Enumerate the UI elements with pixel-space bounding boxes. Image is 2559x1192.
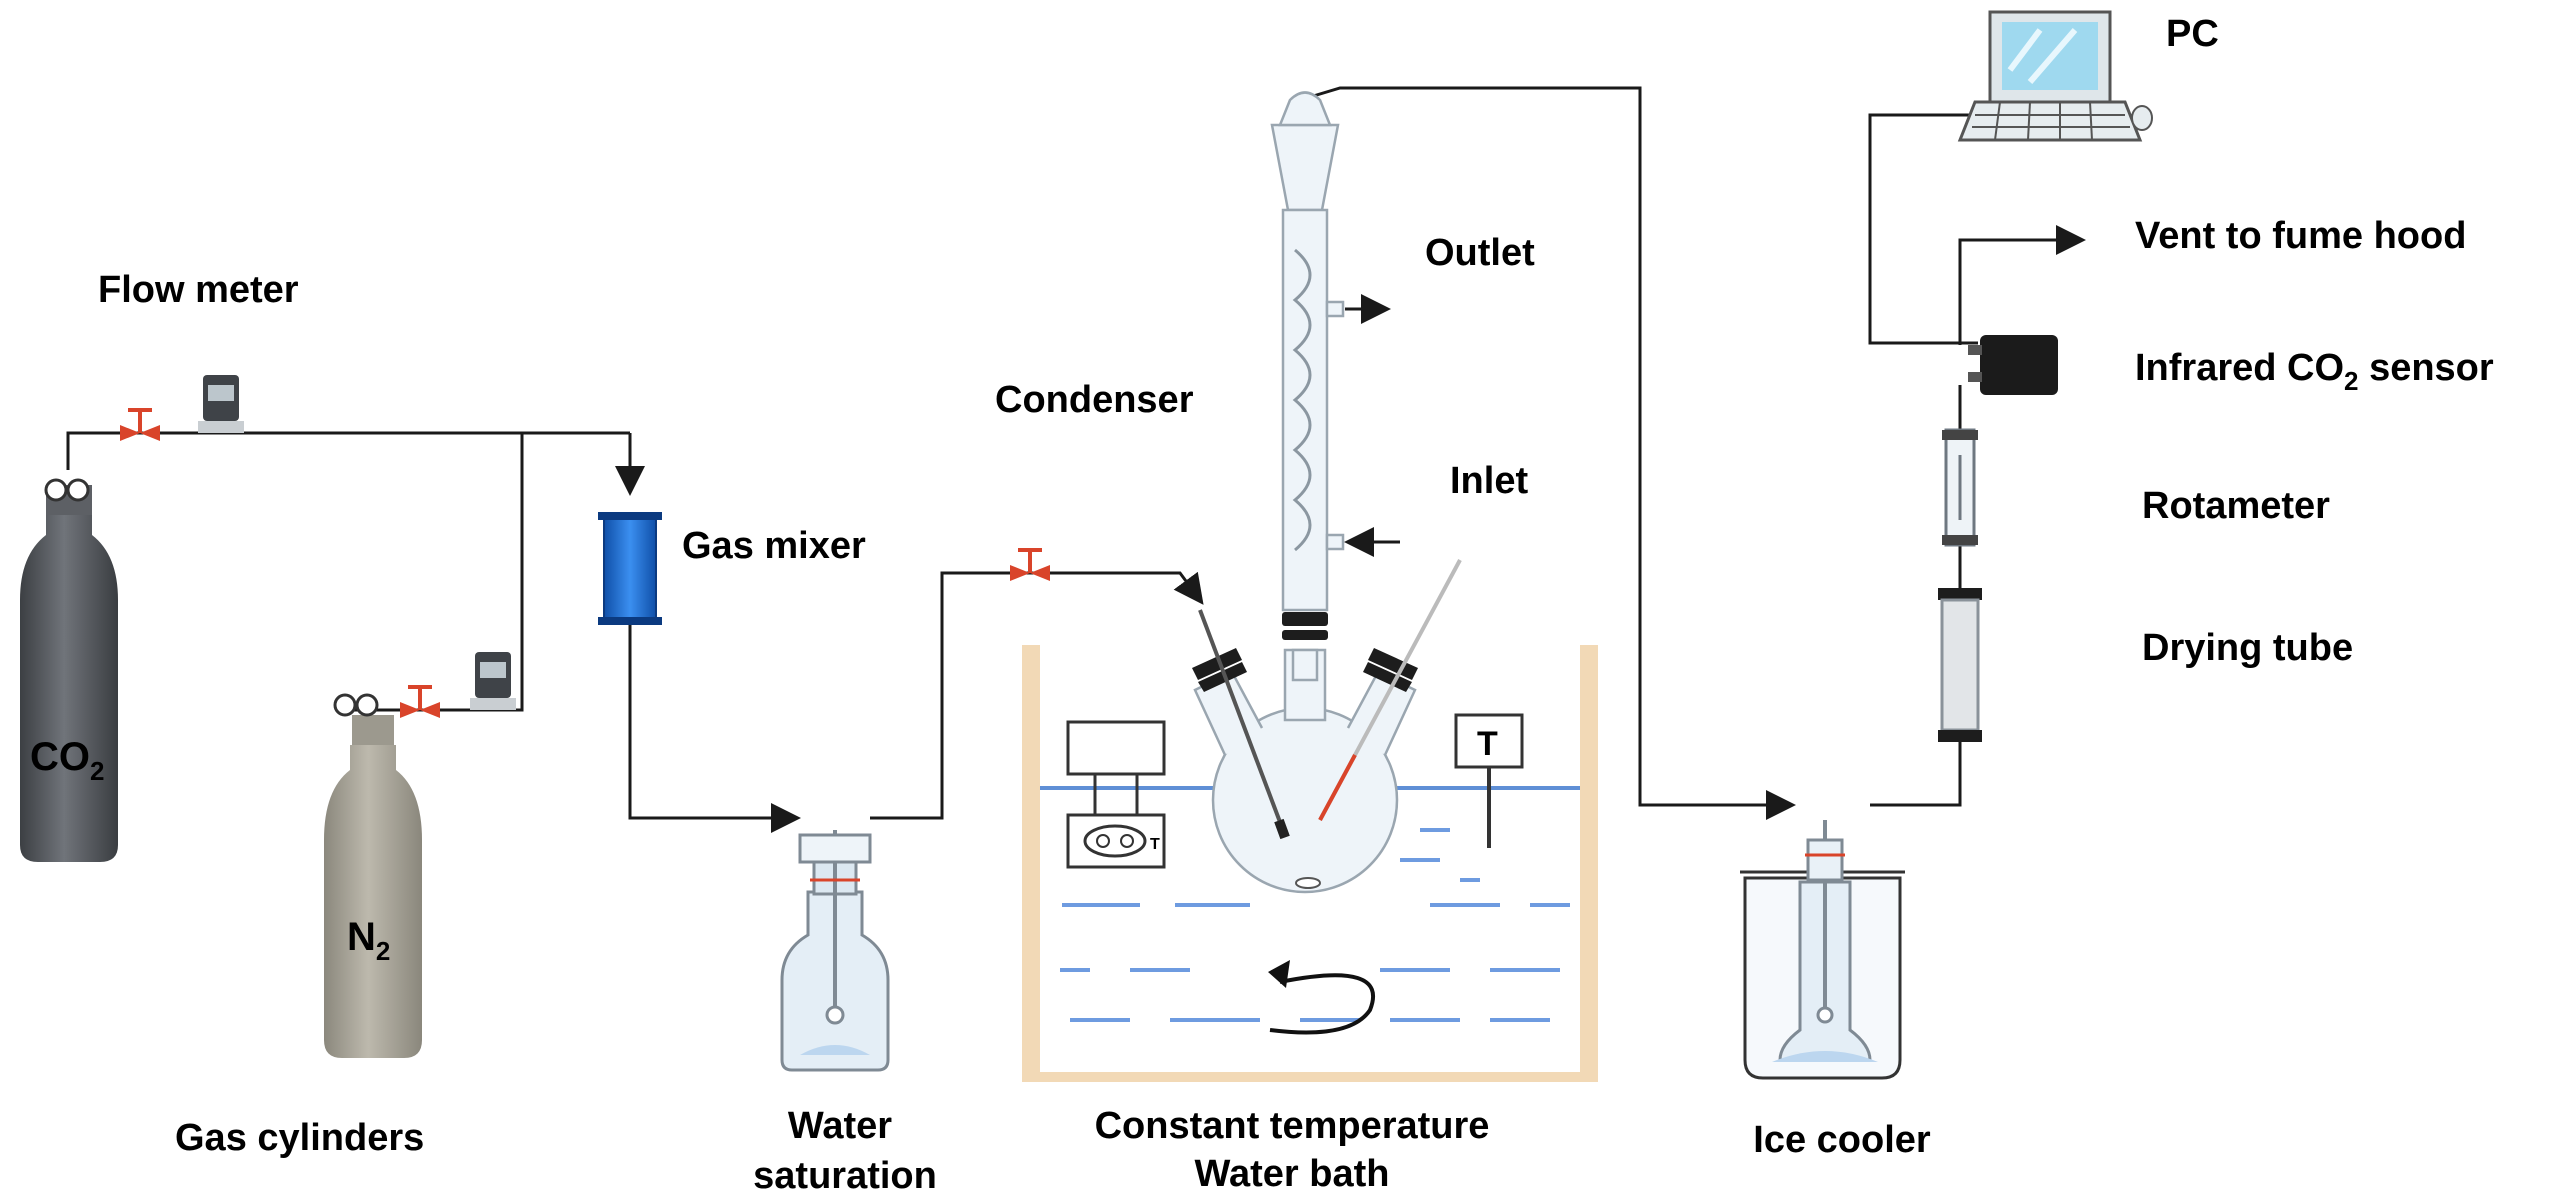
flow-meter-icon bbox=[198, 375, 244, 433]
valve-icon bbox=[120, 408, 160, 441]
rotameter bbox=[1942, 428, 1978, 547]
drying-tube bbox=[1938, 588, 1982, 742]
pc-label: PC bbox=[2166, 13, 2219, 55]
n2-cylinder-label: N bbox=[347, 915, 376, 959]
ice-cooler-label: Ice cooler bbox=[1753, 1119, 1931, 1161]
inlet-label: Inlet bbox=[1450, 460, 1528, 502]
gas-cylinders-label: Gas cylinders bbox=[175, 1117, 424, 1159]
pressure-gauge-icon bbox=[44, 478, 90, 502]
gas-mixer-label: Gas mixer bbox=[682, 525, 866, 567]
outlet-label: Outlet bbox=[1425, 232, 1535, 274]
condenser bbox=[1270, 91, 1345, 682]
bath-label-line2: Water bath bbox=[1195, 1153, 1390, 1192]
water-saturation-label-line1: Water bbox=[788, 1105, 892, 1147]
temperature-controller: T bbox=[1066, 720, 1166, 869]
gas-mixer bbox=[598, 512, 662, 625]
gas-lines bbox=[66, 86, 2086, 833]
co2-sensor-label-subscript: 2 bbox=[2344, 366, 2358, 396]
n2-cylinder-subscript: 2 bbox=[376, 936, 390, 966]
svg-text:N2: N2 bbox=[347, 915, 390, 966]
labels: Flow meter Gas mixer Gas cylinders Water… bbox=[98, 13, 2494, 1192]
valve-icon bbox=[400, 685, 440, 718]
thermometer-letter: T bbox=[1477, 725, 1498, 763]
drying-tube-label: Drying tube bbox=[2142, 627, 2353, 669]
controller-letter: T bbox=[1150, 836, 1160, 853]
co2-cylinder: CO2 bbox=[20, 485, 118, 862]
pressure-gauge-icon bbox=[333, 693, 379, 717]
co2-sensor-label: Infrared CO2 sensor bbox=[2135, 347, 2494, 396]
condenser-label: Condenser bbox=[995, 379, 1194, 421]
co2-cylinder-subscript: 2 bbox=[90, 756, 104, 786]
infrared-co2-sensor bbox=[1968, 335, 2058, 395]
co2-sensor-label-prefix: Infrared CO bbox=[2135, 347, 2344, 389]
flow-meter-icon bbox=[470, 652, 516, 710]
water-saturation-bottle bbox=[780, 830, 890, 1072]
rotameter-label: Rotameter bbox=[2142, 485, 2330, 527]
vent-label: Vent to fume hood bbox=[2135, 215, 2466, 257]
ice-cooler bbox=[1740, 820, 1905, 1080]
flow-meter-label: Flow meter bbox=[98, 269, 299, 311]
water-saturation-label-line2: saturation bbox=[753, 1155, 937, 1192]
n2-cylinder: N2 bbox=[324, 715, 422, 1058]
svg-text:CO2: CO2 bbox=[30, 735, 104, 786]
thermometer-icon: T bbox=[1454, 713, 1524, 848]
bath-label-line1: Constant temperature bbox=[1095, 1105, 1490, 1147]
three-neck-flask bbox=[1192, 559, 1462, 894]
pc-icon bbox=[1957, 10, 2153, 142]
valve-icon bbox=[1010, 548, 1050, 581]
co2-sensor-label-suffix: sensor bbox=[2359, 347, 2494, 389]
stirrer-arrow-icon bbox=[1268, 960, 1376, 1035]
co2-cylinder-label: CO bbox=[30, 735, 90, 779]
